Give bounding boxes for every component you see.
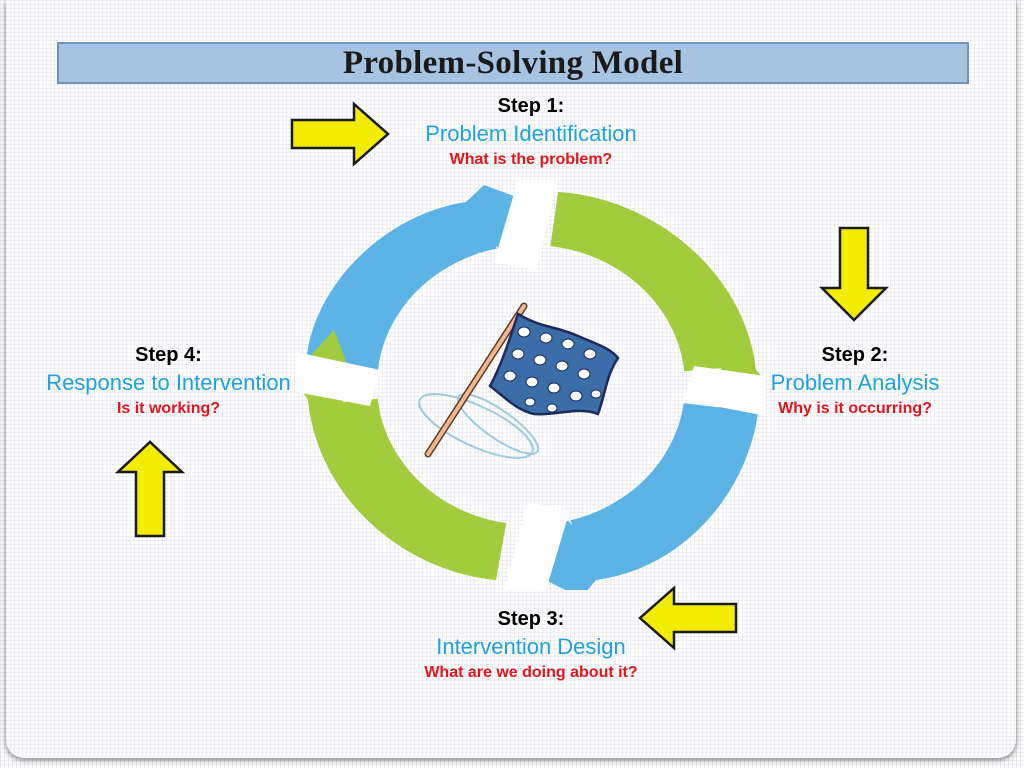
step-4-name: Response to Intervention — [46, 370, 291, 395]
slide-page: Problem-Solving Model Step 1: Problem Id… — [6, 0, 1016, 758]
arrow-up-icon — [114, 440, 186, 538]
step-4-label: Step 4: — [135, 344, 202, 366]
step-1-name: Problem Identification — [425, 121, 637, 146]
step-1-question: What is the problem? — [449, 151, 613, 168]
step-3-name: Intervention Design — [436, 634, 626, 659]
step-3: Step 3: Intervention Design What are we … — [381, 606, 681, 684]
step-2-label: Step 2: — [821, 344, 889, 366]
step-2-name: Problem Analysis — [770, 370, 940, 395]
checkered-flag-icon — [418, 302, 620, 459]
step-2: Step 2: Problem Analysis Why is it occur… — [726, 342, 984, 420]
step-4: Step 4: Response to Intervention Is it w… — [26, 342, 311, 420]
step-3-question: What are we doing about it? — [424, 664, 638, 681]
step-4-question: Is it working? — [116, 400, 221, 417]
arrow-right-icon — [290, 101, 390, 167]
step-1: Step 1: Problem Identification What is t… — [386, 93, 676, 171]
title-bar: Problem-Solving Model — [57, 42, 969, 84]
step-1-label: Step 1: — [497, 95, 565, 117]
step-3-label: Step 3: — [497, 608, 565, 630]
arrow-down-icon — [818, 226, 890, 322]
arrow-left-icon — [638, 585, 738, 651]
step-2-question: Why is it occurring? — [778, 400, 932, 417]
page-title: Problem-Solving Model — [342, 44, 684, 81]
